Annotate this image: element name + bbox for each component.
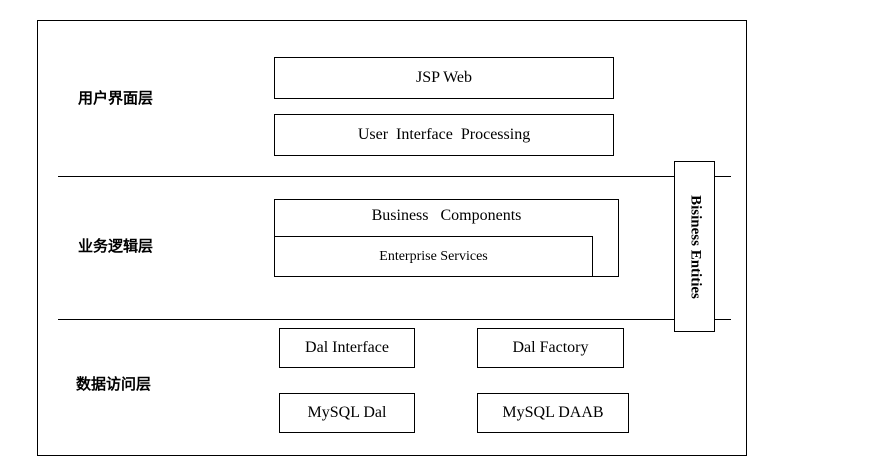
ui-layer-label: 用户界面层 (78, 89, 154, 107)
layer-divider-bottom (58, 319, 731, 320)
user-interface-processing-box: User Interface Processing (274, 114, 614, 156)
business-entities-box: Bisiness Entities (674, 161, 715, 332)
jsp-web-box: JSP Web (274, 57, 614, 99)
dal-interface-box: Dal Interface (279, 328, 415, 368)
layer-divider-top (58, 176, 731, 177)
dal-factory-box: Dal Factory (477, 328, 624, 368)
enterprise-services-box: Enterprise Services (274, 236, 593, 277)
data-layer-label: 数据访问层 (76, 375, 152, 393)
mysql-daab-box: MySQL DAAB (477, 393, 629, 433)
mysql-dal-box: MySQL Dal (279, 393, 415, 433)
business-layer-label: 业务逻辑层 (78, 237, 154, 255)
business-entities-label: Bisiness Entities (687, 194, 703, 299)
diagram-frame (37, 20, 747, 456)
